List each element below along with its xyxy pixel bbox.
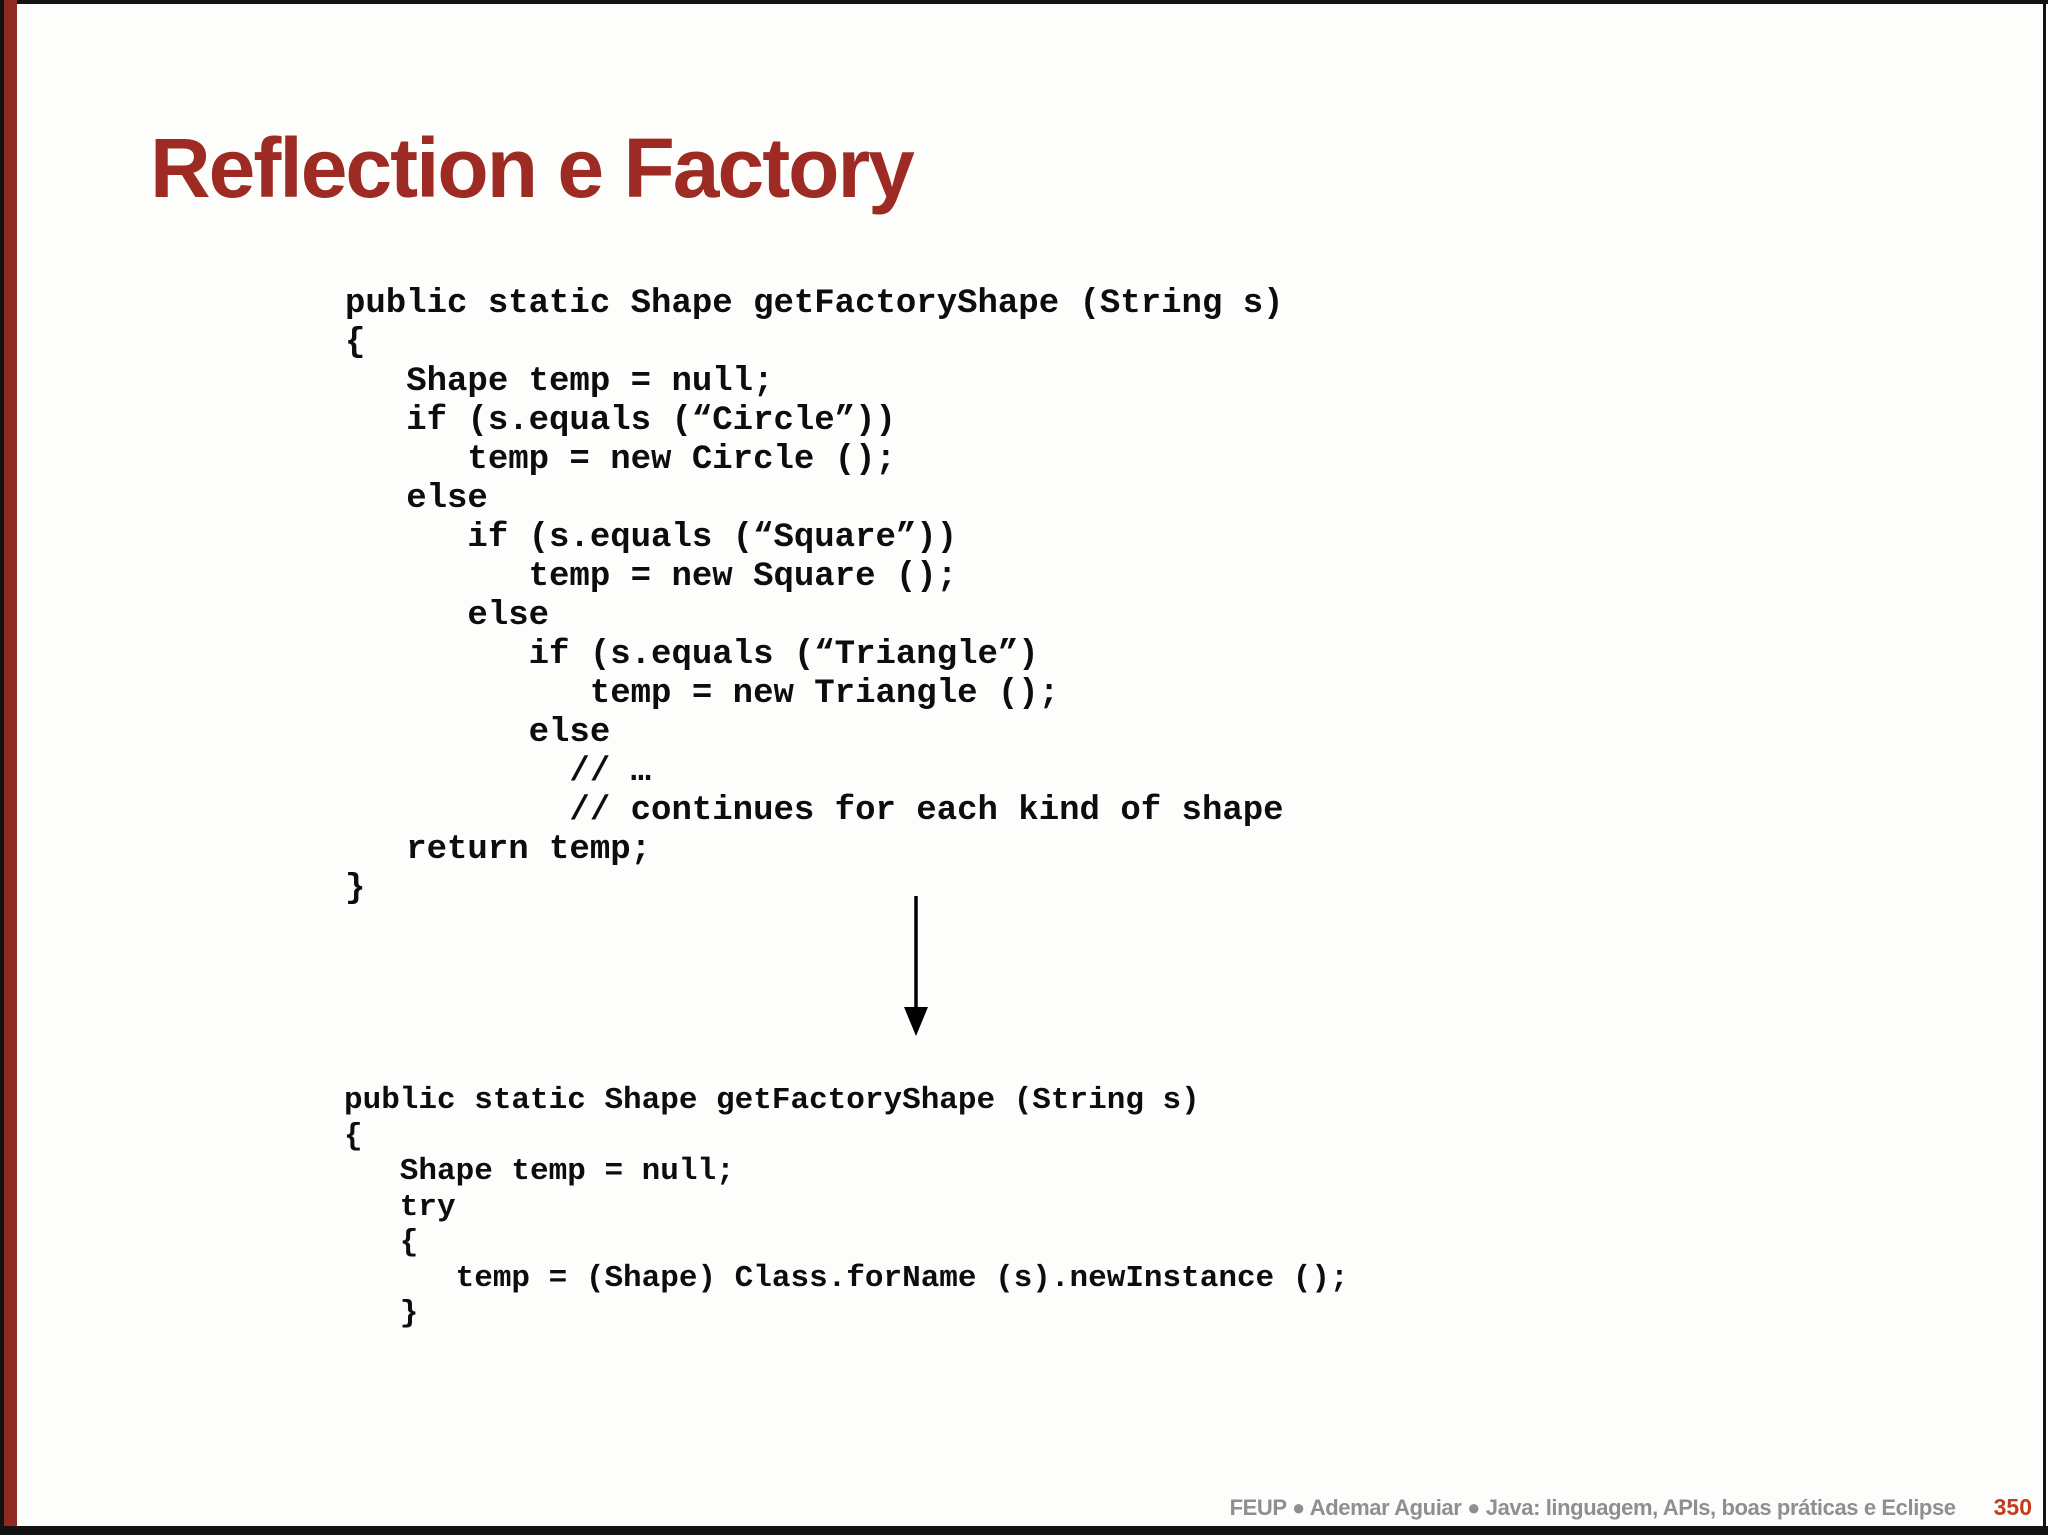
footer: FEUP ● Ademar Aguiar ● Java: linguagem, … — [1230, 1494, 2032, 1520]
right-border — [2043, 0, 2046, 1535]
code-block-reflection-factory: public static Shape getFactoryShape (Str… — [344, 1083, 1349, 1331]
footer-credits: FEUP ● Ademar Aguiar ● Java: linguagem, … — [1229, 1495, 1956, 1520]
left-accent-stripe — [4, 0, 17, 1535]
page-number: 350 — [1993, 1494, 2032, 1520]
left-border — [0, 0, 4, 1535]
slide-title: Reflection e Factory — [150, 121, 915, 216]
top-border — [0, 0, 2048, 4]
bottom-border — [0, 1526, 2048, 1535]
code-block-if-else-factory: public static Shape getFactoryShape (Str… — [345, 285, 1284, 908]
down-arrow-icon — [904, 896, 928, 1036]
